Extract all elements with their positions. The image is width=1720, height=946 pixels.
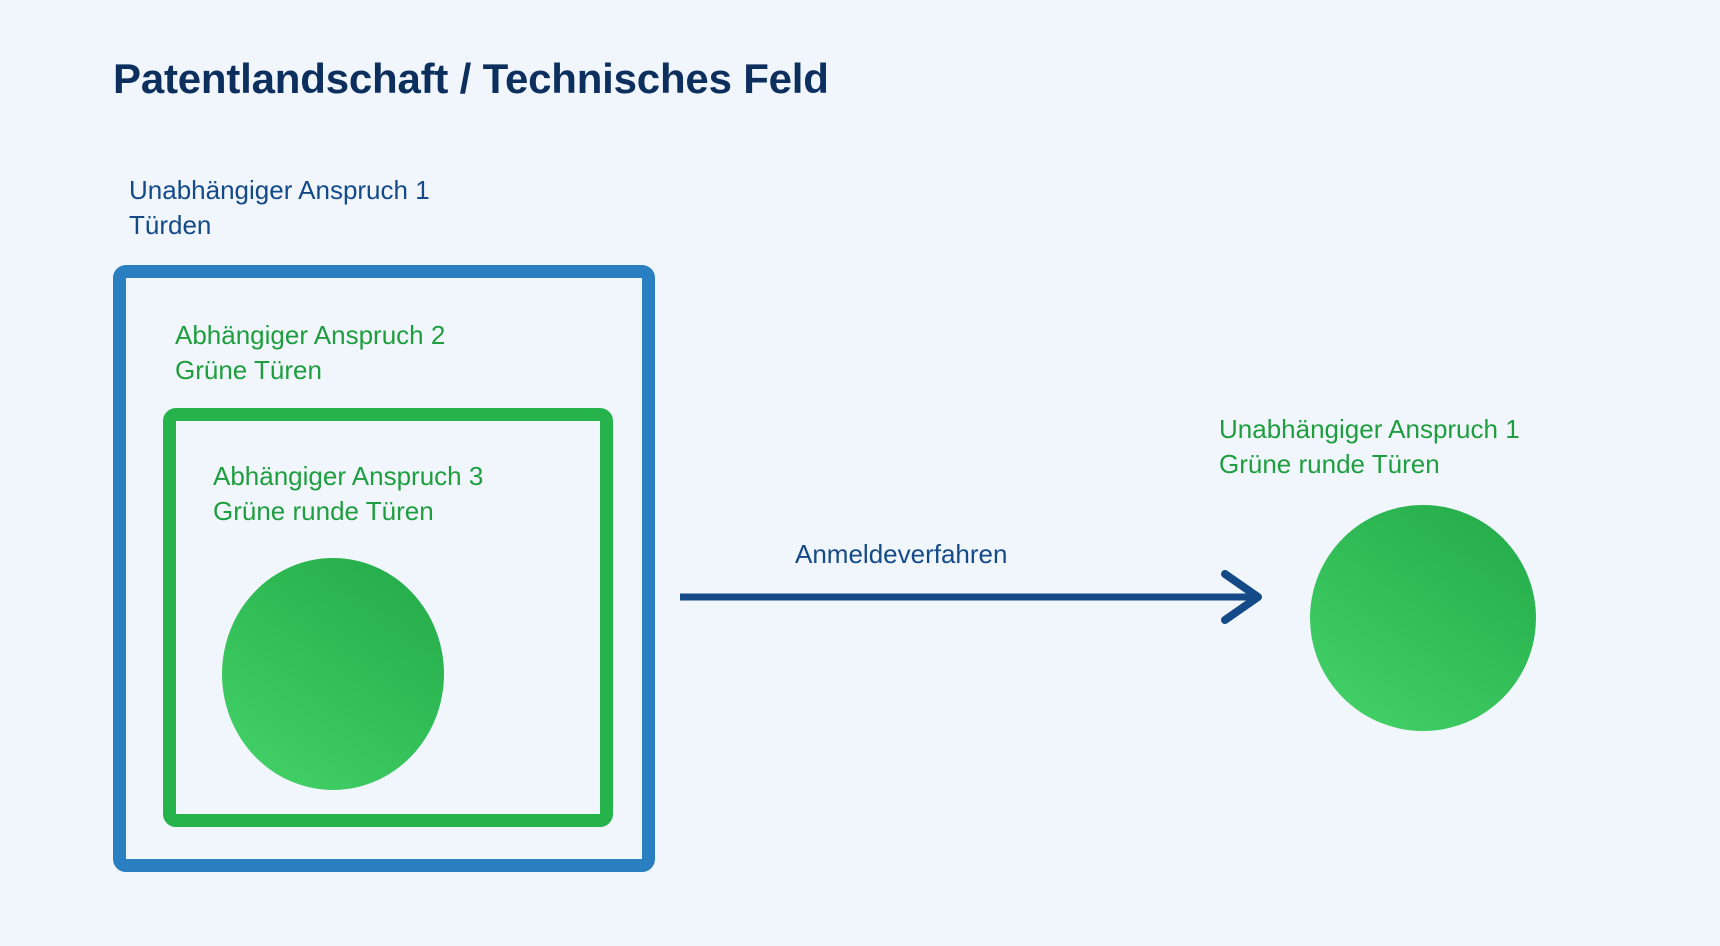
- result-independent-claim-1-label: Unabhängiger Anspruch 1 Grüne runde Türe…: [1219, 414, 1520, 480]
- dependent-claim-3-label: Abhängiger Anspruch 3 Grüne runde Türen: [213, 461, 484, 527]
- filing-process-arrow-icon: [680, 570, 1262, 624]
- result-circle-shape: [1310, 505, 1536, 731]
- page-title: Patentlandschaft / Technisches Feld: [113, 55, 829, 102]
- dependent-claim-3-circle-shape: [222, 558, 444, 790]
- independent-claim-1-label: Unabhängiger Anspruch 1 Türden: [129, 175, 430, 241]
- arrow-head: [1221, 570, 1262, 624]
- dependent-claim-2-scope-box: [163, 408, 613, 827]
- dependent-claim-2-label: Abhängiger Anspruch 2 Grüne Türen: [175, 320, 446, 386]
- independent-claim-1-scope-box: [113, 265, 655, 872]
- filing-process-label: Anmeldeverfahren: [795, 539, 1008, 569]
